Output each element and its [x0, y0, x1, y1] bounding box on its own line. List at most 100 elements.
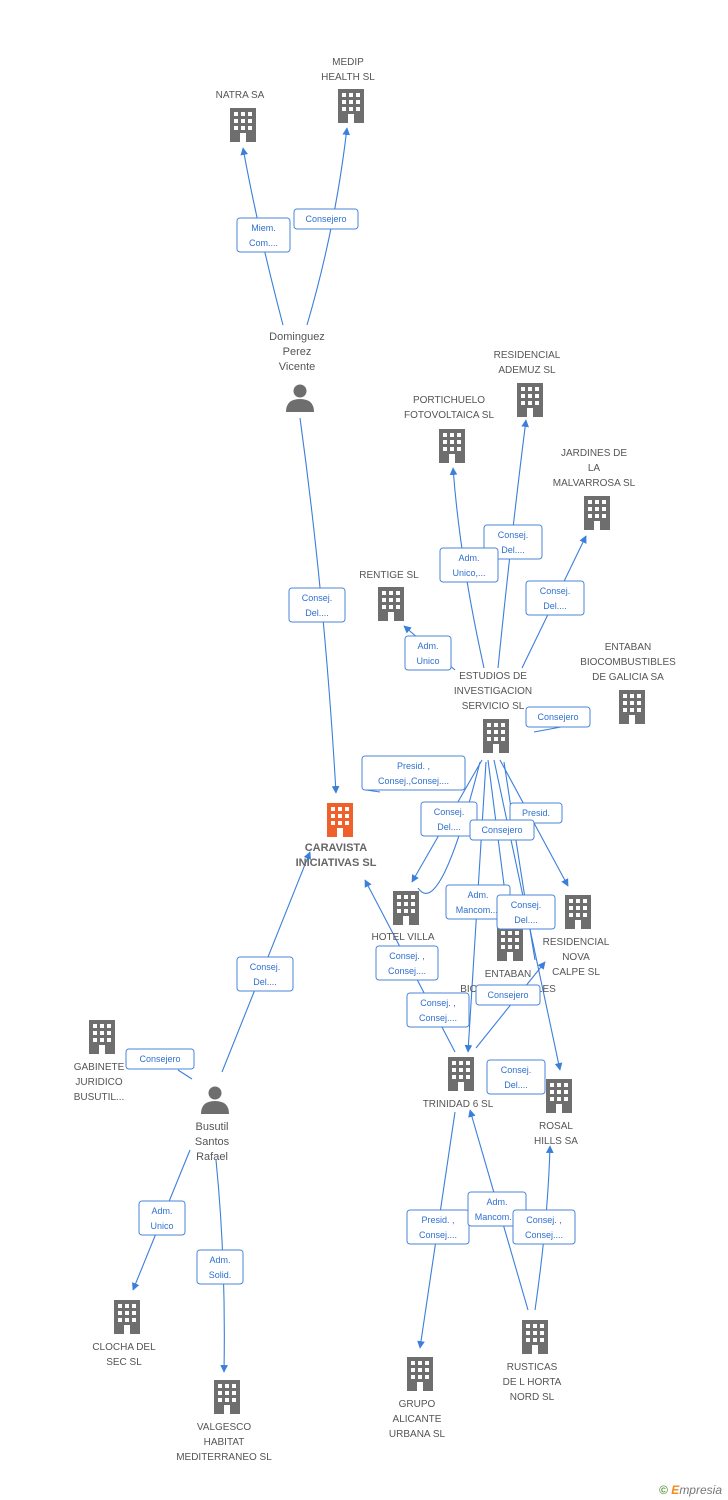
- node-label: INICIATIVAS SL: [296, 857, 377, 869]
- building-icon: [439, 429, 465, 463]
- relation-label-box: [406, 992, 470, 1028]
- relation-label-text: Consej.: [540, 586, 571, 596]
- relation-label-text: Miem.: [251, 223, 276, 233]
- building-icon: [214, 1380, 240, 1414]
- relation-label[interactable]: Presid. ,Consej....: [406, 1209, 470, 1245]
- node-label: Vicente: [279, 361, 316, 373]
- node-label: TRINIDAD 6 SL: [423, 1099, 494, 1110]
- relation-label-text: Unico: [416, 656, 439, 666]
- relation-label-text: Adm.: [486, 1197, 507, 1207]
- relation-label-text: Adm.: [209, 1255, 230, 1265]
- node-label: HILLS SA: [534, 1136, 578, 1147]
- relation-label[interactable]: Consej. ,Consej....: [406, 992, 470, 1028]
- relation-label-text: Mancom....: [475, 1212, 520, 1222]
- relation-label[interactable]: Adm.Solid.: [196, 1249, 244, 1285]
- relation-label-box: [525, 706, 591, 728]
- relation-label-text: Presid. ,: [421, 1215, 454, 1225]
- node-label: NOVA: [562, 952, 590, 963]
- relation-label[interactable]: Miem. Com....: [236, 217, 291, 253]
- relation-label[interactable]: Adm. Mancom....: [467, 1191, 527, 1227]
- node-label: ESTUDIOS DE: [459, 671, 527, 682]
- brand-footer[interactable]: © Empresia: [659, 1483, 722, 1497]
- relation-label[interactable]: Consej.Del....: [236, 956, 294, 992]
- relation-label-text: Adm.: [458, 553, 479, 563]
- relation-label[interactable]: Adm. Unico: [404, 635, 452, 671]
- node-hotel-villa[interactable]: HOTEL VILLA: [372, 891, 435, 943]
- relation-label-text: Del....: [514, 915, 538, 925]
- relation-label-text: Adm.: [417, 641, 438, 651]
- relation-label[interactable]: Consej.Del....: [496, 894, 556, 930]
- node-label: HOTEL VILLA: [372, 932, 435, 943]
- node-natra[interactable]: NATRA SA: [216, 90, 265, 142]
- relation-edge: [417, 761, 481, 894]
- node-label: SEC SL: [106, 1357, 142, 1368]
- relation-label[interactable]: Consej.Del....: [486, 1059, 546, 1095]
- brand-name: mpresia: [679, 1483, 722, 1497]
- node-label: FOTOVOLTAICA SL: [404, 410, 494, 421]
- relation-label[interactable]: Presid.: [509, 802, 563, 824]
- building-icon: [338, 89, 364, 123]
- relation-label-box: [361, 755, 466, 791]
- relation-label-box: [467, 1191, 527, 1227]
- node-label: MALVARROSA SL: [553, 478, 636, 489]
- building-icon: [89, 1020, 115, 1054]
- relation-label-text: Consej.: [501, 1065, 532, 1075]
- relation-labels-layer: Miem.Com....ConsejeroConsej.Del....Conse…: [125, 208, 591, 1285]
- relation-label-text: Presid.: [522, 808, 550, 818]
- relation-label[interactable]: Consej.Del....: [420, 801, 478, 837]
- relation-label-text: Com....: [249, 238, 278, 248]
- brand-e: E: [671, 1483, 680, 1497]
- relation-label[interactable]: Consejero: [525, 706, 591, 728]
- relation-label-text: Del....: [501, 545, 525, 555]
- node-label: HABITAT: [204, 1437, 245, 1448]
- relation-label[interactable]: Consej. ,Consej....: [375, 945, 439, 981]
- relation-label-box: [483, 524, 543, 560]
- building-icon: [327, 803, 353, 837]
- relation-label[interactable]: Consejero: [469, 819, 535, 841]
- relation-label[interactable]: Consej. ,Consej....: [512, 1209, 576, 1245]
- relation-label[interactable]: Consej.Del....: [525, 580, 585, 616]
- node-label: Rafael: [196, 1151, 228, 1163]
- relation-label[interactable]: Consejero: [475, 984, 541, 1006]
- relation-label[interactable]: Consejero: [293, 208, 359, 230]
- node-label: Dominguez: [269, 331, 325, 343]
- relation-label-text: Consejero: [537, 712, 578, 722]
- relation-label[interactable]: Consej. Del....: [483, 524, 543, 560]
- node-label: BUSUTIL...: [74, 1092, 125, 1103]
- node-rentige[interactable]: RENTIGE SL: [359, 570, 419, 621]
- relation-label-text: Consej.: [498, 530, 529, 540]
- relation-label-text: Presid. ,: [397, 761, 430, 771]
- relation-label-box: [125, 1048, 195, 1070]
- node-gabinete[interactable]: GABINETEJURIDICOBUSUTIL...: [74, 1020, 125, 1103]
- relation-label[interactable]: Consej.Del....: [288, 587, 346, 623]
- relation-label[interactable]: Adm.Unico: [138, 1200, 186, 1236]
- relation-label[interactable]: Presid. , Consej.,Consej....: [361, 755, 466, 791]
- relation-label-text: Consej....: [419, 1013, 457, 1023]
- relation-label[interactable]: Consejero: [125, 1048, 195, 1070]
- node-label: DE L HORTA: [503, 1377, 562, 1388]
- relation-label-text: Adm.: [467, 890, 488, 900]
- person-icon: [286, 384, 314, 412]
- relation-label[interactable]: Adm.Unico,...: [439, 547, 499, 583]
- node-label: URBANA SL: [389, 1429, 446, 1440]
- node-label: GABINETE: [74, 1062, 125, 1073]
- node-trinidad[interactable]: TRINIDAD 6 SL: [423, 1057, 494, 1110]
- node-label: ENTABAN: [485, 969, 532, 980]
- person-icon: [201, 1086, 229, 1114]
- relation-label-text: Consej.,Consej....: [378, 776, 449, 786]
